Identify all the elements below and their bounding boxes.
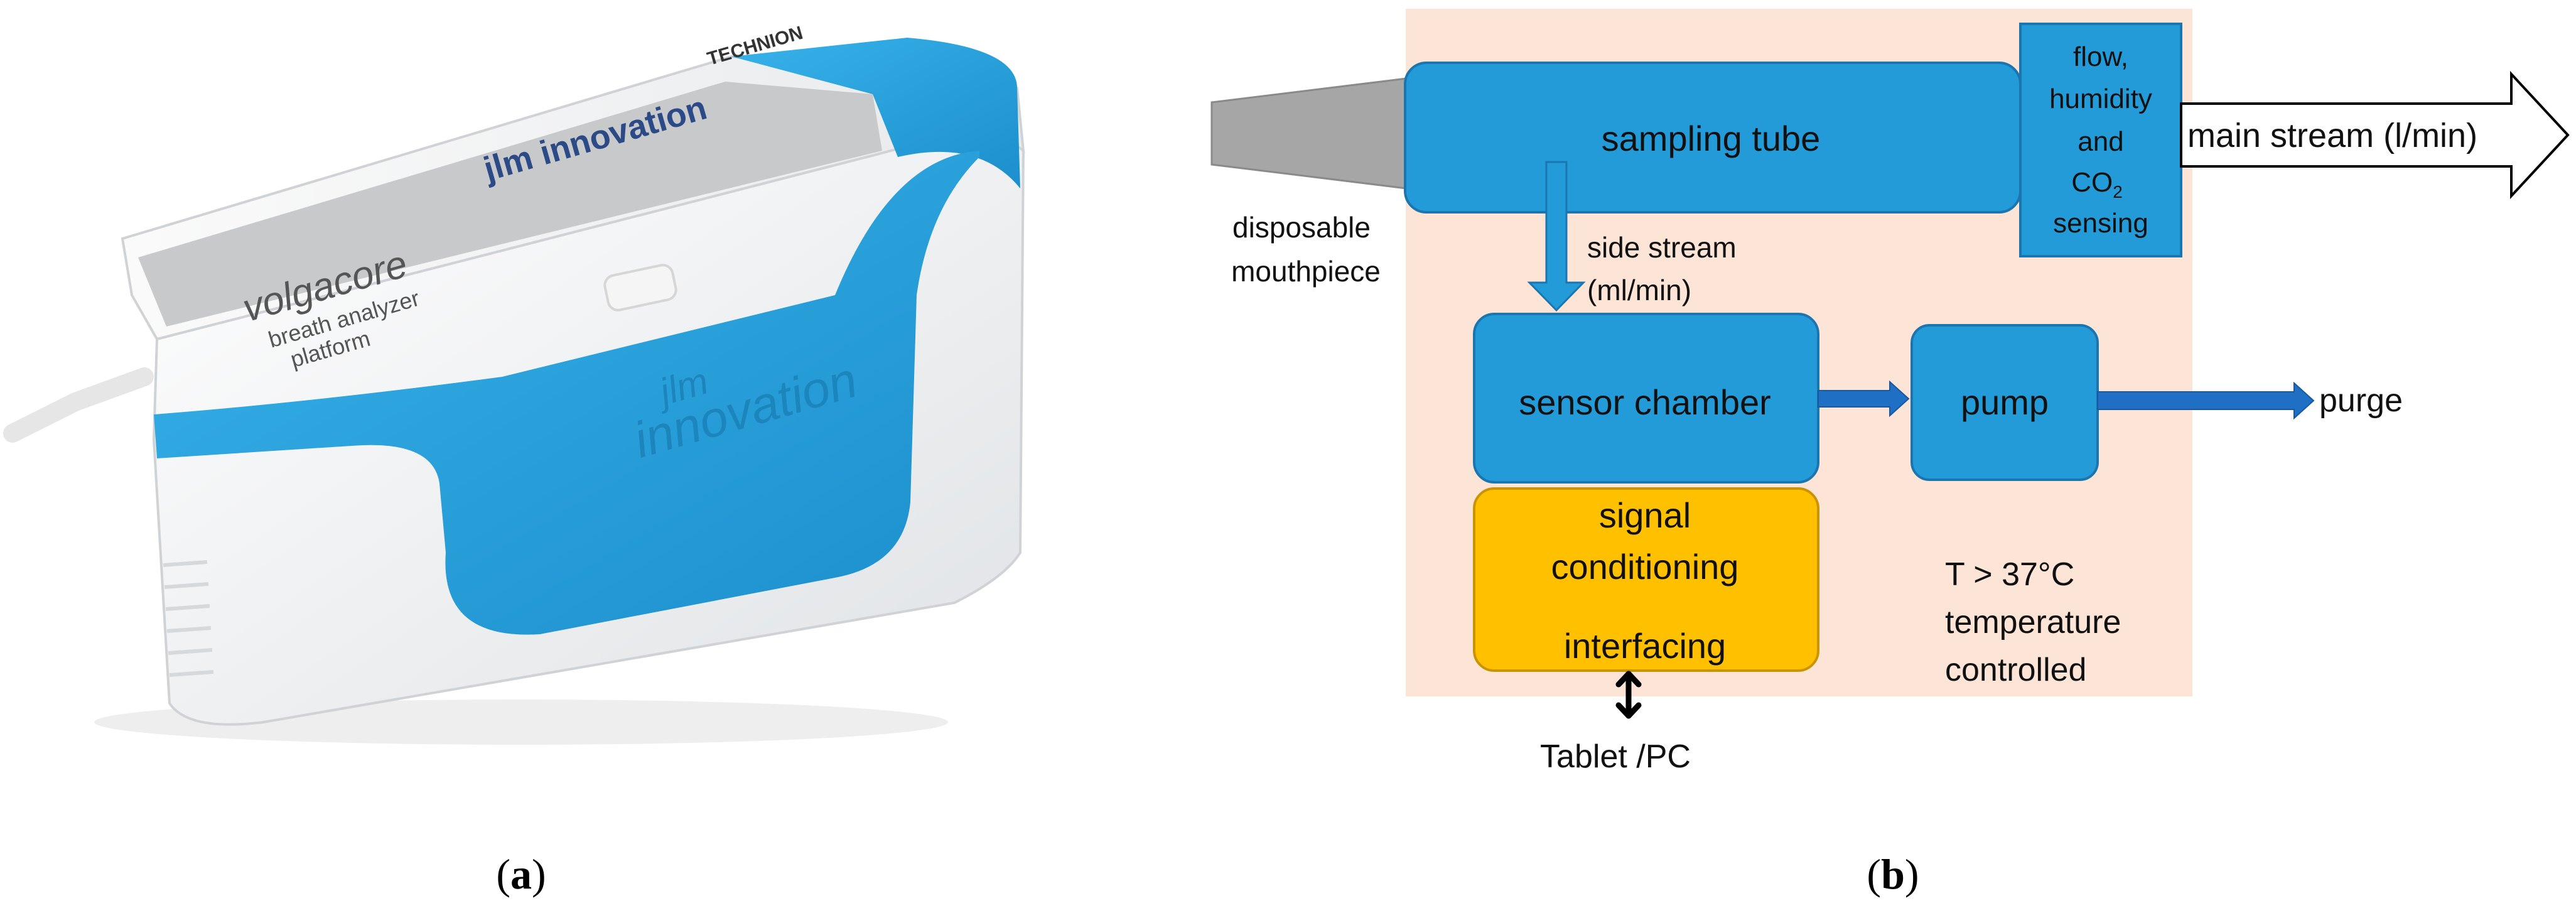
side-stream-arrow <box>1527 161 1586 312</box>
signal-label-2: conditioning <box>1551 547 1739 586</box>
sensor-chamber-label: sensor chamber <box>1519 382 1771 422</box>
panel-b: disposable mouthpiece sampling tube flow… <box>1210 9 2570 898</box>
purge-label: purge <box>2319 382 2403 419</box>
sensing-block <box>2019 23 2182 257</box>
side-stream-label-1: side stream <box>1587 231 1737 264</box>
panel-a: volgacore breath analyzer platform jlm i… <box>3 23 1025 898</box>
mouthpiece-label-2: mouthpiece <box>1231 255 1381 288</box>
signal-conditioning-block <box>1473 487 1819 672</box>
temperature-label-2: temperature <box>1945 604 2121 640</box>
chamber-to-pump-arrow <box>1818 380 1910 418</box>
device-label-plate <box>138 82 882 327</box>
tablet-label: Tablet /PC <box>1540 738 1691 775</box>
sensing-label-3: and <box>2078 126 2123 157</box>
temperature-label-1: T > 37°C <box>1945 556 2074 593</box>
main-stream-arrow <box>2180 70 2570 200</box>
device-blue-panel <box>154 151 979 635</box>
device-end-cap <box>731 38 1020 188</box>
caption-b: (b) <box>1867 850 1919 898</box>
sensing-label-1: flow, <box>2073 41 2128 72</box>
sensing-label-2: humidity <box>2049 84 2152 114</box>
sensing-label-co2: CO2 <box>2071 167 2123 202</box>
sampling-tube-label: sampling tube <box>1602 119 1821 158</box>
device-clip <box>603 264 677 311</box>
device-photo: volgacore breath analyzer platform jlm i… <box>3 23 1025 745</box>
signal-label-1: signal <box>1599 495 1691 535</box>
mouthpiece-label-1: disposable <box>1232 211 1371 244</box>
pump-label: pump <box>1961 382 2049 422</box>
tablet-link-arrow <box>1615 671 1642 719</box>
device-vents <box>163 560 214 677</box>
caption-a: (a) <box>496 850 546 898</box>
side-stream-label-2: (ml/min) <box>1587 274 1691 306</box>
sensing-label-5: sensing <box>2053 208 2148 239</box>
purge-arrow <box>2097 381 2315 420</box>
signal-label-3: interfacing <box>1564 626 1726 666</box>
device-cable <box>3 367 154 443</box>
main-stream-label: main stream (l/min) <box>2187 117 2477 154</box>
temperature-label-3: controlled <box>1945 652 2086 688</box>
mouthpiece-shape <box>1210 77 1408 190</box>
